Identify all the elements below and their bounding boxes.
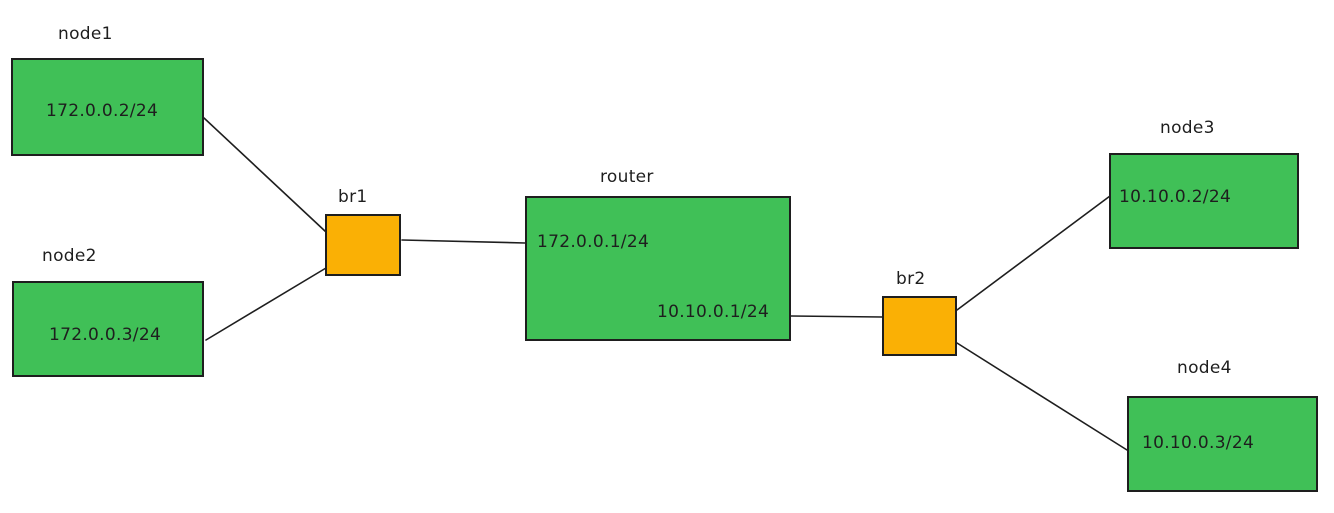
br1-box [325,214,401,276]
br2-label: br2 [896,269,926,289]
br2-box [882,296,957,356]
node3-ip: 10.10.0.2/24 [1119,187,1232,207]
node2-box: 172.0.0.3/24 [12,281,204,377]
br1-label: br1 [338,187,368,207]
link-router-br2 [790,315,883,318]
node1-label: node1 [58,24,113,44]
node4-ip: 10.10.0.3/24 [1142,433,1255,453]
node4-label: node4 [1177,358,1232,378]
link-node2-br1 [205,267,327,341]
router-box: 172.0.0.1/24 10.10.0.1/24 [525,196,791,341]
node1-ip: 172.0.0.2/24 [46,101,159,121]
node3-box: 10.10.0.2/24 [1109,153,1299,249]
router-ip-left: 172.0.0.1/24 [537,232,650,252]
link-br2-node4 [956,342,1128,451]
router-label: router [600,167,654,187]
node1-box: 172.0.0.2/24 [11,58,204,156]
node3-label: node3 [1160,118,1215,138]
link-br1-router [401,239,526,244]
link-br2-node3 [956,195,1111,311]
node2-ip: 172.0.0.3/24 [49,325,162,345]
node2-label: node2 [42,246,97,266]
node4-box: 10.10.0.3/24 [1127,396,1318,492]
link-node1-br1 [203,117,327,233]
router-ip-right: 10.10.0.1/24 [657,302,770,322]
